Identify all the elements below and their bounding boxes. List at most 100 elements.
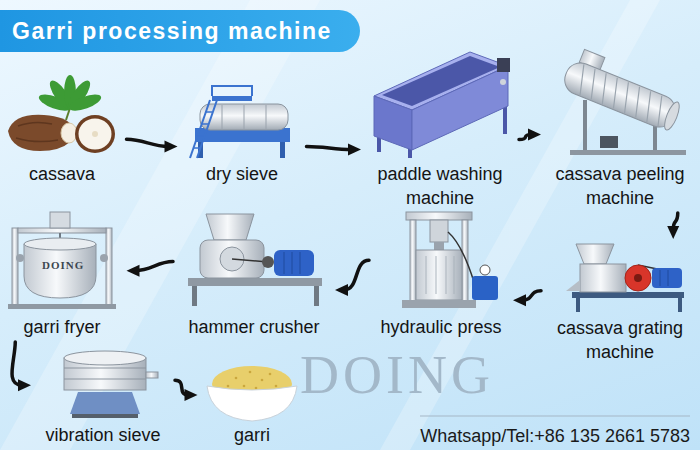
hammer-crusher-illustration [284, 252, 300, 274]
paddle-washer-illustration [412, 66, 508, 150]
peeling-machine-illustration [560, 46, 687, 132]
machine-node: vibration sieve [34, 348, 172, 446]
garri-bowl-illustration [227, 385, 230, 388]
arrow-head [528, 128, 541, 140]
cassava-illustration [61, 123, 77, 143]
grating-machine-illustration [576, 244, 614, 264]
peeling-machine-illustration [573, 64, 670, 126]
hydraulic-press-illustration [430, 220, 448, 242]
grating-machine-illustration [678, 298, 682, 312]
garri-fryer-illustration [50, 212, 70, 228]
dry-sieve-illustration [193, 112, 212, 148]
paddle-washer-illustration [497, 58, 510, 72]
cassava-illustration [16, 122, 58, 141]
cassava-illustration [92, 131, 98, 137]
peeling-machine-illustration [662, 100, 683, 132]
peeling-machine-illustration [653, 124, 657, 152]
grating-machine-illustration [572, 292, 684, 298]
machine-node: hammer crusher [176, 210, 332, 339]
arrow-head [513, 294, 526, 306]
machine-node: dry sieve [181, 82, 304, 186]
flow-arrow [127, 262, 174, 277]
arrow-head [348, 144, 361, 156]
machine-label: vibration sieve [34, 424, 172, 446]
grating-machine-illustration [580, 264, 626, 292]
grating-machine-illustration [566, 280, 580, 291]
hydraulic-press-illustration [448, 232, 474, 282]
dry-sieve-illustration [212, 86, 252, 96]
dry-sieve-illustration [197, 100, 217, 158]
flow-arrow [175, 380, 198, 401]
arrow-head [127, 265, 140, 277]
machine-node: garri [201, 350, 304, 446]
garri-bowl-illustration [227, 371, 278, 390]
arrow-head [335, 284, 348, 296]
garri-bowl-illustration [269, 373, 272, 376]
peeling-machine-illustration [560, 58, 680, 131]
paddle-washer-illustration [374, 96, 412, 150]
background-stripes [0, 0, 320, 450]
vibration-sieve-illustration [64, 379, 146, 380]
vibration-sieve-illustration [64, 351, 158, 418]
grating-machine-illustration [566, 244, 684, 312]
cassava-illustration [8, 75, 115, 153]
machine-label: cassava grating machine [544, 316, 696, 364]
garri-bowl-illustration [243, 385, 246, 388]
flow-arrow [12, 342, 31, 391]
grating-machine-illustration [660, 270, 661, 286]
dry-sieve-illustration [190, 86, 290, 158]
machine-node: paddle washing machine [364, 42, 516, 210]
cassava-illustration [75, 115, 115, 153]
machine-node: cassava peeling machine [544, 42, 696, 210]
machine-node: cassava [1, 82, 124, 186]
machine-node: hydraulic press [372, 210, 510, 339]
paddle-washer-illustration [374, 52, 510, 158]
dry-sieve-illustration [280, 140, 285, 158]
flow-arrow [513, 291, 541, 307]
hydraulic-press-illustration [402, 300, 476, 308]
peeling-machine-illustration [583, 100, 587, 152]
peeling-machine-illustration [570, 150, 686, 155]
machine-label: dry sieve [181, 162, 304, 186]
hydraulic-press-illustration [472, 276, 498, 300]
hammer-crusher-illustration [274, 250, 314, 276]
machine-label: paddle washing machine [364, 162, 516, 210]
machine-label: garri fryer [1, 315, 124, 339]
grating-machine-illustration [634, 274, 642, 282]
flow-arrow [667, 213, 679, 239]
flow-arrow-line [136, 262, 174, 271]
garri-bowl-illustration [275, 385, 278, 388]
arrow-head [667, 226, 679, 239]
watermark-text: DOING [300, 345, 494, 405]
title-text: Garri processing machine [12, 17, 332, 45]
machine-label: cassava peeling machine [544, 162, 696, 210]
brand-mark: DOING [42, 258, 84, 272]
machine-node: cassava grating machine [544, 242, 696, 364]
machine-node: garri fryer [1, 210, 124, 339]
peeling-machine-illustration [600, 136, 618, 148]
dry-sieve-illustration [200, 104, 288, 130]
vibration-sieve-illustration [146, 372, 158, 378]
grating-machine-illustration [668, 270, 669, 286]
garri-fryer-illustration [18, 228, 106, 233]
arrow-head [165, 140, 178, 152]
separator-line [420, 416, 690, 417]
garri-bowl-illustration [207, 386, 297, 421]
arrow-head [185, 389, 198, 401]
hydraulic-press-illustration [406, 212, 472, 220]
cassava-illustration [37, 75, 103, 114]
machine-label: hammer crusher [176, 315, 332, 339]
flow-arrow [307, 144, 362, 156]
garri-fryer-illustration [24, 244, 96, 298]
dry-sieve-illustration [222, 105, 223, 129]
dry-sieve-illustration [212, 96, 252, 101]
flow-arrow-line [127, 139, 169, 146]
garri-fryer-illustration [100, 254, 108, 262]
hammer-crusher-illustration [192, 286, 197, 306]
hydraulic-press-illustration [480, 265, 490, 275]
vibration-sieve-illustration [64, 351, 146, 365]
vibration-sieve-illustration [72, 414, 138, 418]
garri-bowl-illustration [255, 387, 258, 390]
